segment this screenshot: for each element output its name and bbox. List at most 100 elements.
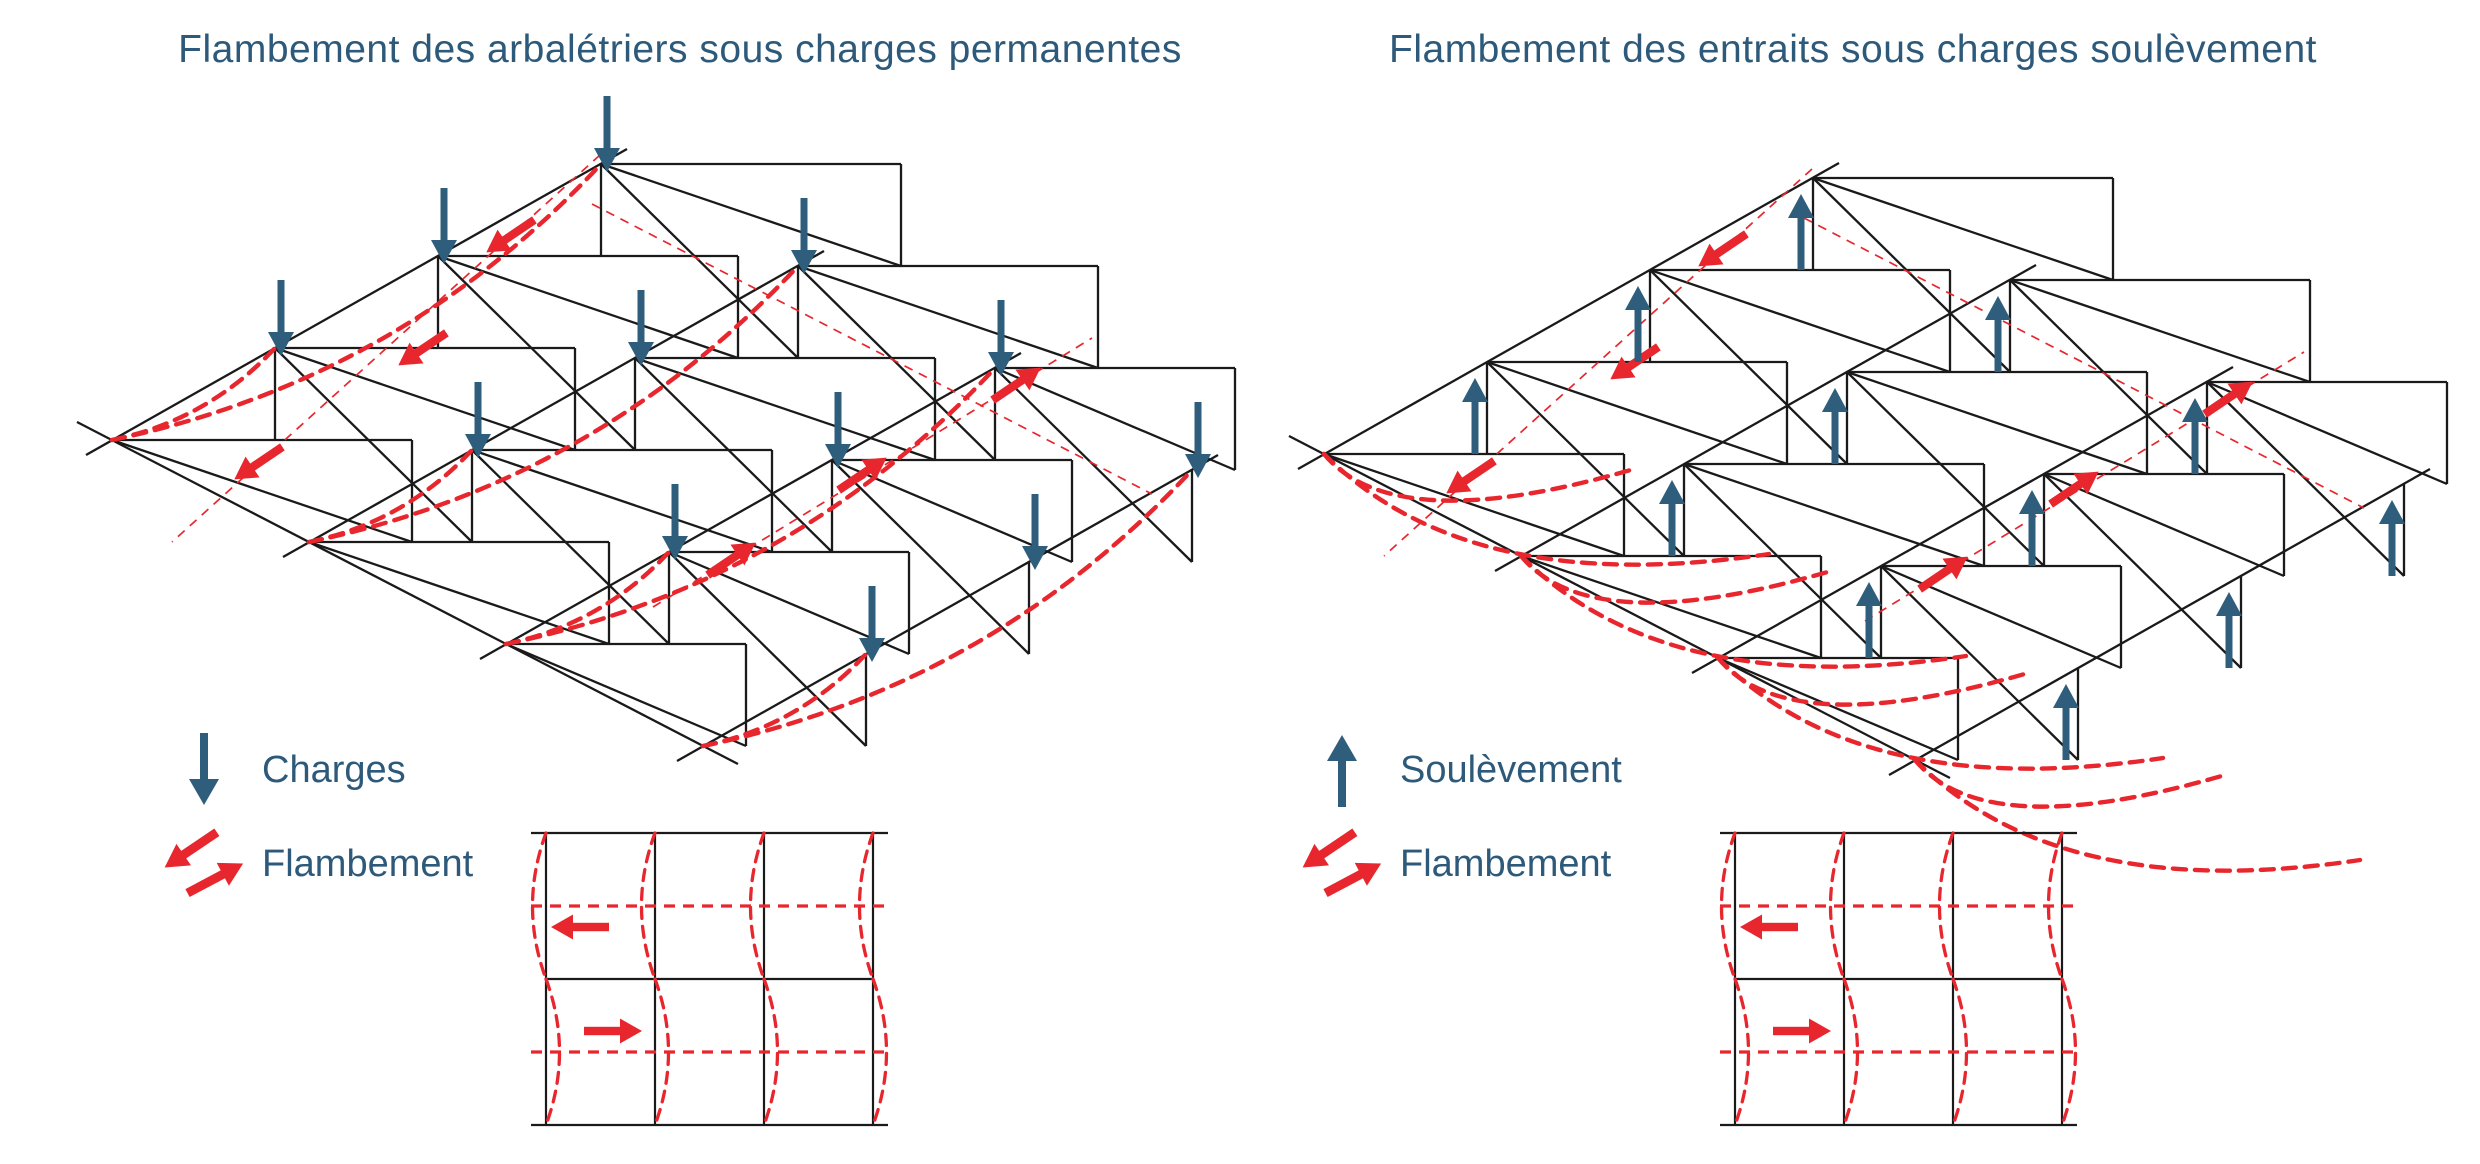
brace-diagonal-line [437, 255, 636, 451]
rafter-buckling-curve [306, 263, 801, 545]
right-panel-title: Flambement des entraits sous charges sou… [1389, 28, 2317, 71]
legend-label-flambement-right: Flambement [1400, 842, 1612, 885]
grid-buckled-post-curve [1842, 977, 1860, 1127]
left-panel-title: Flambement des arbalétriers sous charges… [178, 28, 1182, 71]
load-arrow [662, 484, 688, 560]
buckling-direction-arrow [990, 367, 1041, 404]
eave-line [76, 420, 739, 766]
grid-buckled-post-curve [653, 977, 671, 1127]
tie-buckling-curve [1715, 655, 2031, 707]
grid-buckled-post-curve [2060, 977, 2078, 1127]
brace-diagonal-line [1649, 269, 1848, 465]
rafter-chord-line [1691, 365, 2234, 675]
uplift-arrow [1985, 296, 2011, 372]
brace-diagonal-line [1683, 462, 1985, 568]
load-arrow [465, 382, 491, 458]
buckling-direction-arrow [1698, 230, 1749, 267]
brace-diagonal-line [1846, 371, 2045, 567]
brace-diagonal-line [1486, 361, 1685, 557]
rafter-chord-line [282, 249, 825, 559]
brace-diagonal-line [634, 356, 936, 462]
grid-buckled-post-curve [530, 831, 548, 981]
uplift-arrow [1659, 480, 1685, 556]
grid-buckled-post-curve [871, 977, 889, 1127]
buckling-direction-arrow [1446, 457, 1497, 494]
buckling-arrows-icon [148, 825, 260, 903]
brace-diagonal-line [111, 438, 413, 544]
brace-diagonal-line [2009, 279, 2208, 475]
brace-diagonal-line [2043, 473, 2242, 669]
grid-buckled-post-curve [1733, 977, 1751, 1127]
load-arrow [594, 96, 620, 172]
grid-buckled-post-curve [1828, 831, 1846, 981]
brace-diagonal-line [1717, 656, 1959, 762]
eave-line [1288, 434, 1951, 780]
uplift-arrow [1822, 388, 1848, 464]
brace-diagonal-line [668, 551, 867, 747]
brace-diagonal-line [2206, 380, 2448, 486]
brace-diagonal-line [1812, 177, 2011, 373]
right-legend: Soulèvement Flambement [1286, 724, 1622, 910]
left-bracing-grid [530, 831, 889, 1127]
load-arrow [791, 198, 817, 274]
rafter-chord-line [1888, 467, 2431, 777]
brace-diagonal-line [1486, 360, 1788, 466]
buckling-direction-arrow [398, 329, 449, 366]
rafter-buckling-curve [109, 345, 278, 443]
rafter-buckling-curve [700, 467, 1195, 749]
uplift-arrow [2019, 490, 2045, 566]
tie-buckling-curve [1715, 655, 2166, 771]
legend-label-flambement-left: Flambement [262, 842, 474, 885]
legend-row-soulevement: Soulèvement [1286, 724, 1622, 816]
brace-diagonal-line [1880, 565, 2079, 761]
load-arrow [1022, 494, 1048, 570]
tie-buckling-curve [1321, 451, 1772, 567]
left-legend: Charges Flambement [148, 724, 473, 910]
rafter-chord-line [479, 351, 1022, 661]
load-arrow [1185, 402, 1211, 478]
load-arrow [628, 290, 654, 366]
buckling-direction-arrow [551, 914, 609, 940]
buckling-direction-arrow [1917, 556, 1968, 593]
uplift-arrow [2216, 592, 2242, 668]
load-arrow [825, 392, 851, 468]
brace-diagonal-line [1520, 554, 1822, 660]
left-truss-drawing [76, 96, 1237, 766]
buckling-arrows-icon [1286, 825, 1398, 903]
brace-diagonal-line [274, 346, 576, 452]
brace-diagonal-line [2206, 381, 2405, 577]
brace-diagonal-line [797, 265, 996, 461]
brace-diagonal-line [505, 642, 747, 748]
buckling-direction-arrow [705, 542, 756, 579]
grid-buckled-post-curve [748, 831, 766, 981]
grid-buckled-post-curve [1951, 977, 1969, 1127]
brace-diagonal-line [308, 540, 610, 646]
brace-diagonal-line [600, 163, 799, 359]
load-down-arrow-icon [148, 733, 260, 807]
tie-buckling-curve [1912, 757, 2228, 809]
grid-buckled-post-curve [762, 977, 780, 1127]
uplift-arrow [2182, 398, 2208, 474]
legend-label-charges: Charges [262, 748, 406, 791]
buckling-direction-arrow [2202, 381, 2253, 418]
brace-diagonal-line [600, 162, 902, 268]
tie-buckling-curve [1518, 553, 1969, 669]
grid-buckled-post-curve [2046, 831, 2064, 981]
brace-diagonal-line [1880, 564, 2122, 670]
rafter-buckling-curve [109, 161, 604, 443]
grid-buckled-post-curve [1719, 831, 1737, 981]
brace-diagonal-line [471, 448, 773, 554]
brace-diagonal-line [2043, 472, 2285, 578]
rafter-chord-line [1494, 263, 2037, 573]
buckling-direction-arrow [584, 1018, 642, 1044]
brace-diagonal-line [634, 357, 833, 553]
brace-diagonal-line [274, 347, 473, 543]
brace-diagonal-line [1683, 463, 1882, 659]
rafter-buckling-curve [503, 549, 672, 647]
rafter-buckling-curve [306, 447, 475, 545]
rafter-chord-line [1297, 161, 1840, 471]
uplift-arrow [1462, 378, 1488, 454]
legend-row-flambement-right: Flambement [1286, 818, 1622, 910]
load-arrow [268, 280, 294, 356]
